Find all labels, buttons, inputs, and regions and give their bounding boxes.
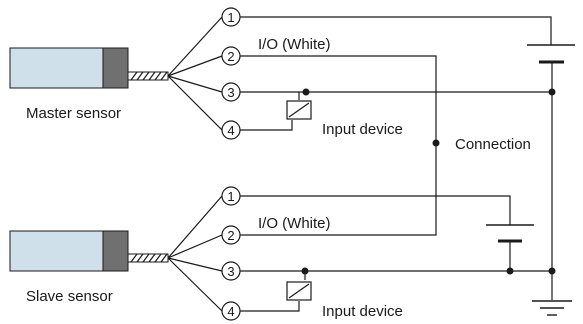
master-sensor-cap bbox=[102, 47, 129, 89]
master-wire-4 bbox=[240, 120, 293, 131]
master-pin-2: 2 bbox=[221, 46, 241, 66]
master-input-device-label: Input device bbox=[322, 121, 403, 138]
svg-text:1: 1 bbox=[227, 189, 234, 204]
slave-wire-4 bbox=[240, 301, 300, 312]
svg-text:4: 4 bbox=[227, 123, 234, 138]
slave-input-device-icon bbox=[286, 281, 312, 301]
svg-text:2: 2 bbox=[227, 49, 234, 64]
master-pin-1: 1 bbox=[221, 7, 241, 27]
slave-junction-relay bbox=[301, 267, 309, 275]
connection-label: Connection bbox=[455, 136, 531, 153]
slave-cable-hatch bbox=[130, 253, 168, 263]
slave-input-device-label: Input device bbox=[322, 303, 403, 320]
master-io-label: I/O (White) bbox=[258, 36, 331, 53]
svg-text:1: 1 bbox=[227, 10, 234, 25]
master-wire-1 bbox=[240, 16, 552, 45]
master-input-device-icon bbox=[286, 100, 312, 120]
slave-pin-3: 3 bbox=[221, 261, 241, 281]
slave-wire-1 bbox=[240, 195, 511, 225]
slave-power-supply-icon bbox=[486, 224, 534, 271]
master-pin-3: 3 bbox=[221, 82, 241, 102]
slave-fan-wires bbox=[167, 195, 223, 312]
master-pin-4: 4 bbox=[221, 120, 241, 140]
master-sensor-label: Master sensor bbox=[26, 105, 121, 122]
slave-wire-2 bbox=[240, 228, 437, 236]
slave-sensor-label: Slave sensor bbox=[26, 288, 113, 305]
slave-sensor bbox=[9, 230, 169, 272]
svg-text:3: 3 bbox=[227, 264, 234, 279]
slave-pin-4: 4 bbox=[221, 301, 241, 321]
svg-text:3: 3 bbox=[227, 85, 234, 100]
svg-text:2: 2 bbox=[227, 228, 234, 243]
slave-junction-bus bbox=[548, 267, 556, 275]
master-wire-2 bbox=[240, 55, 437, 143]
master-cable-hatch bbox=[130, 71, 168, 81]
ground-icon bbox=[532, 300, 572, 316]
slave-pin-1: 1 bbox=[221, 186, 241, 206]
slave-io-label: I/O (White) bbox=[258, 215, 331, 232]
master-sensor bbox=[9, 47, 169, 89]
master-fan-wires bbox=[167, 16, 223, 131]
slave-sensor-cap bbox=[102, 230, 129, 272]
master-power-supply-icon bbox=[527, 44, 575, 92]
slave-pin-2: 2 bbox=[221, 225, 241, 245]
svg-text:4: 4 bbox=[227, 304, 234, 319]
master-junction-relay bbox=[302, 88, 310, 96]
